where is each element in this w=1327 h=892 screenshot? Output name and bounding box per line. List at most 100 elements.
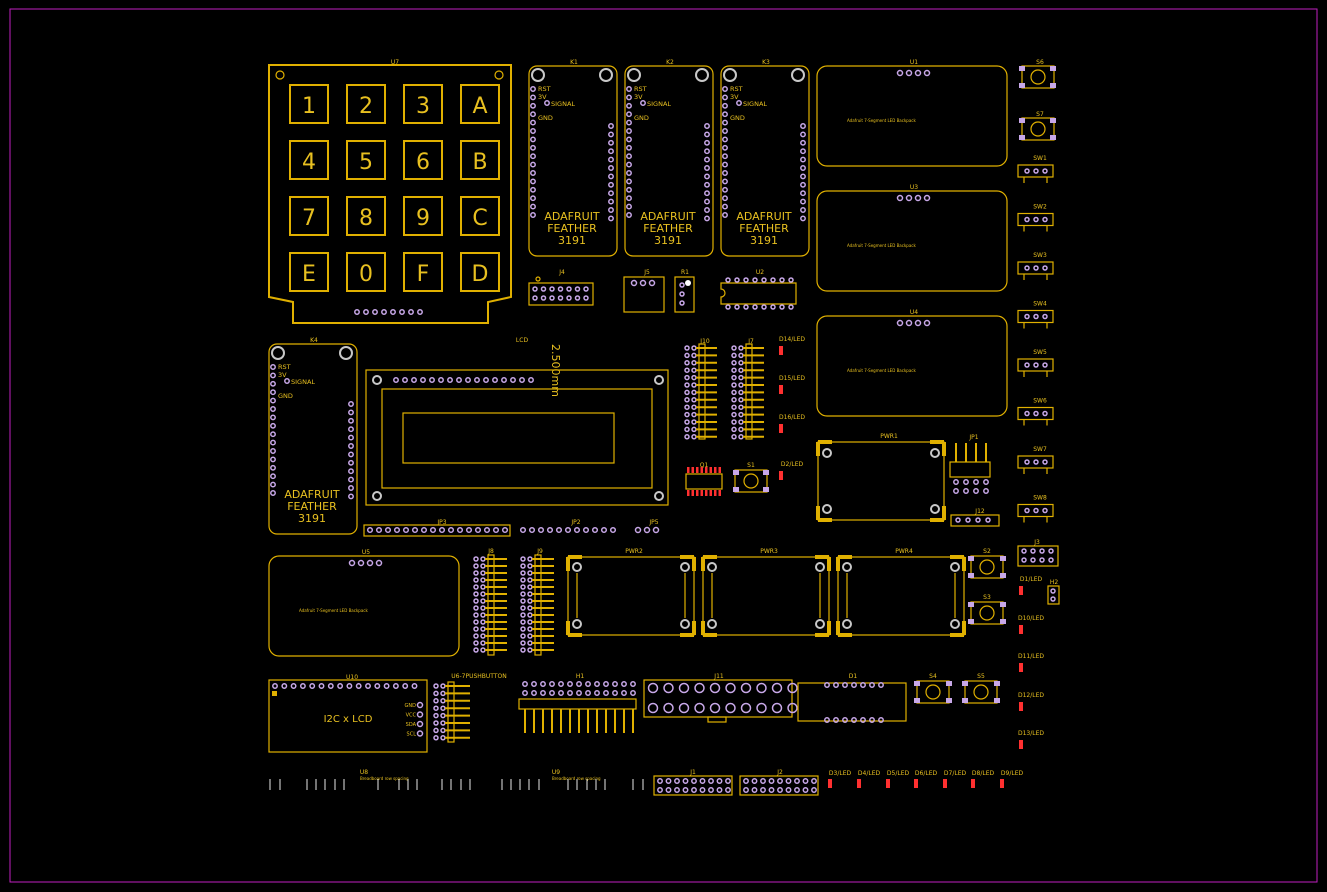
lcd-label: LCD	[516, 337, 529, 344]
pin-label-rst: RST	[730, 85, 743, 93]
key-label-B: B	[472, 150, 487, 175]
led-d11: D11/LED	[1018, 653, 1044, 672]
d1-label: D1	[849, 673, 858, 680]
led-label: D2/LED	[781, 461, 804, 468]
header-jp5: JP5	[634, 519, 660, 534]
led-d1: D1/LED	[1019, 576, 1042, 595]
key-2	[346, 84, 386, 124]
pin-label-signal: SIGNAL	[743, 100, 767, 108]
keypad-ref: U7	[391, 59, 399, 66]
key-label-7: 7	[302, 206, 316, 231]
u10-pin-vcc: VCC	[406, 713, 417, 719]
backpack-text: Adafruit 7-Segment LED Backpack	[847, 118, 916, 123]
pin-label-3v: 3V	[538, 93, 547, 101]
key-label-0: 0	[359, 262, 373, 287]
header-j9: J9	[520, 548, 554, 656]
r1-label: R1	[681, 269, 689, 276]
j5-label: J5	[643, 269, 650, 276]
h1-label: H1	[576, 673, 585, 680]
switch-label: SW5	[1033, 349, 1047, 356]
pin-label-signal: SIGNAL	[551, 100, 575, 108]
backpack-text: Adafruit 7-Segment LED Backpack	[847, 243, 916, 248]
key-label-C: C	[472, 206, 487, 231]
led-d15: D15/LED	[779, 375, 805, 394]
backpack-ref: U1	[910, 59, 918, 66]
pin-label-3v: 3V	[730, 93, 739, 101]
led-label: D3/LED	[829, 770, 852, 777]
backpack-text: Adafruit 7-Segment LED Backpack	[299, 608, 368, 613]
header-j1: J1	[653, 769, 733, 796]
key-E	[289, 252, 329, 292]
pin-label-rst: RST	[538, 85, 551, 93]
j11-label: J11	[713, 673, 724, 680]
header-j3: J3	[1017, 539, 1059, 567]
key-label-1: 1	[302, 94, 316, 119]
key-4	[289, 140, 329, 180]
backpack-text: Adafruit 7-Segment LED Backpack	[847, 368, 916, 373]
led-label: D14/LED	[779, 336, 805, 343]
key-label-F: F	[417, 262, 430, 287]
header-j2: J2	[739, 769, 819, 796]
j7-label: J7	[747, 338, 754, 345]
button-s7: S7	[1019, 111, 1056, 141]
feather-model: FEATHER	[547, 222, 597, 235]
key-7	[289, 196, 329, 236]
backpack-ref: U4	[910, 309, 918, 316]
pin-label-3v: 3V	[278, 371, 287, 379]
led-d5: D5/LED	[886, 770, 909, 788]
board-outline	[9, 8, 1318, 883]
feather-part: 3191	[298, 512, 326, 525]
switch-sw7: SW7	[1017, 446, 1054, 474]
button-s1: S1	[733, 462, 769, 493]
power-label: PWR2	[625, 548, 643, 555]
header-j12: J12	[950, 508, 1000, 527]
button-label: S3	[983, 594, 991, 601]
transistor-q1: Q1	[685, 462, 723, 496]
power-pwr2: PWR2	[566, 548, 696, 637]
header-u6: U6-7PUSHBUTTON	[433, 673, 507, 743]
pin-label-signal: SIGNAL	[291, 378, 315, 386]
led-label: D16/LED	[779, 414, 805, 421]
feather-ref: K2	[666, 59, 674, 66]
feather-brand: ADAFRUIT	[736, 210, 792, 223]
feather-part: 3191	[654, 234, 682, 247]
switch-sw2: SW2	[1017, 204, 1054, 232]
key-C	[460, 196, 500, 236]
u2-label: U2	[756, 269, 764, 276]
led-d9: D9/LED	[1000, 770, 1023, 788]
button-label: S4	[929, 673, 937, 680]
led-label: D5/LED	[887, 770, 910, 777]
button-s6: S6	[1019, 59, 1056, 89]
switch-label: SW4	[1033, 301, 1047, 308]
j9-label: J9	[536, 548, 543, 555]
u10-text: I2C x LCD	[324, 714, 373, 725]
u10-pin-sda: SDA	[406, 722, 417, 728]
key-label-8: 8	[359, 206, 373, 231]
button-label: S6	[1036, 59, 1044, 66]
feather-brand: ADAFRUIT	[640, 210, 696, 223]
key-B	[460, 140, 500, 180]
led-d10: D10/LED	[1018, 615, 1044, 634]
jp5-label: JP5	[648, 519, 658, 526]
led-label: D7/LED	[944, 770, 967, 777]
key-D	[460, 252, 500, 292]
pin-label-signal: SIGNAL	[647, 100, 671, 108]
switch-sw3: SW3	[1017, 252, 1054, 280]
header-j5: J5	[623, 269, 665, 313]
pin-label-rst: RST	[634, 85, 647, 93]
led-label: D10/LED	[1018, 615, 1044, 622]
header-j4: J4	[528, 269, 594, 306]
led-d7: D7/LED	[943, 770, 966, 788]
led-d6: D6/LED	[914, 770, 937, 788]
j1-label: J1	[689, 769, 696, 776]
jp1-label: JP1	[968, 434, 978, 441]
button-s3: S3	[968, 594, 1006, 625]
pin-label-gnd: GND	[278, 392, 293, 400]
pin-label-gnd: GND	[730, 114, 745, 122]
